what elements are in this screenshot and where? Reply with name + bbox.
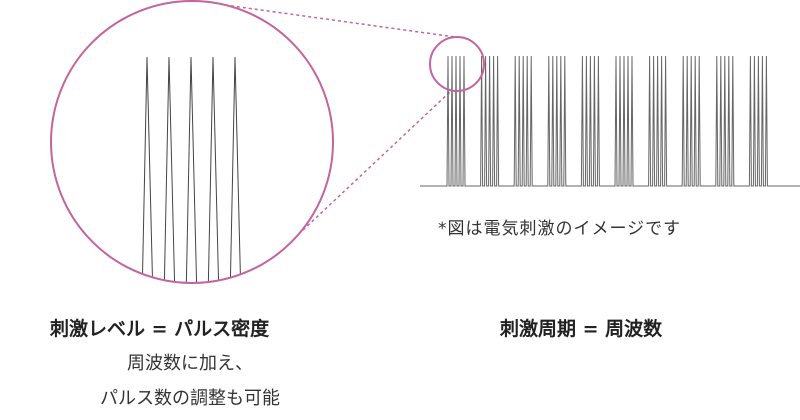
zoomed-pulse xyxy=(207,56,220,283)
focus-circle xyxy=(429,36,485,92)
stimulus-level-desc-2: パルス数の調整も可能 xyxy=(100,388,280,409)
zoomed-pulse xyxy=(229,56,242,283)
footnote: *図は電気刺激のイメージです xyxy=(438,219,682,239)
stimulus-level-heading: 刺激レベル = パルス密度 xyxy=(50,318,270,340)
zoomed-pulse xyxy=(185,56,198,283)
zoomed-pulse xyxy=(163,56,176,283)
stimulus-level-desc-1: 周波数に加え、 xyxy=(127,353,253,374)
magnified-circle xyxy=(50,0,334,284)
zoom-guide-line-top xyxy=(224,4,456,38)
pulse-waveform xyxy=(420,55,800,187)
zoom-guide-line-bottom xyxy=(302,89,453,231)
stimulus-period-heading: 刺激周期 = 周波数 xyxy=(500,318,663,340)
zoomed-pulses xyxy=(141,56,242,283)
zoomed-pulse xyxy=(141,56,154,283)
